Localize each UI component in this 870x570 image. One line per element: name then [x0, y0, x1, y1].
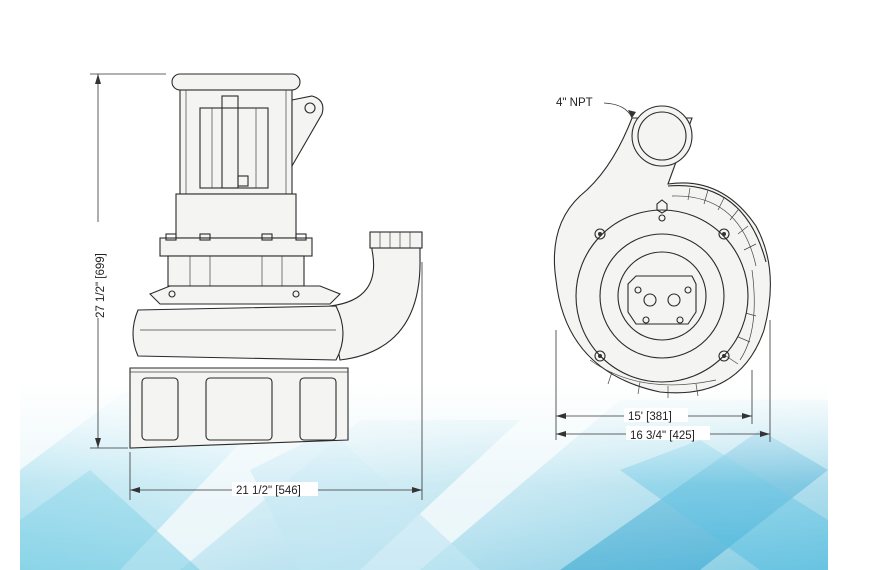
background-pattern	[20, 0, 870, 570]
width-label: 21 1/2" [546]	[236, 485, 301, 497]
outer-width-label: 16 3/4" [425]	[630, 430, 695, 442]
discharge-annotation: 4" NPT	[556, 97, 636, 119]
front-inner-width-dimension: 15' [381]	[555, 330, 753, 440]
side-width-dimension: 21 1/2" [546]	[129, 262, 423, 500]
inner-width-label: 15' [381]	[628, 411, 672, 423]
height-label: 27 1/2" [699]	[95, 253, 107, 318]
pump-front-view	[553, 105, 771, 398]
front-outer-width-dimension: 16 3/4" [425]	[556, 320, 771, 442]
pump-side-view	[129, 73, 423, 449]
side-height-dimension: 27 1/2" [699]	[90, 73, 166, 449]
discharge-label: 4" NPT	[556, 97, 593, 109]
